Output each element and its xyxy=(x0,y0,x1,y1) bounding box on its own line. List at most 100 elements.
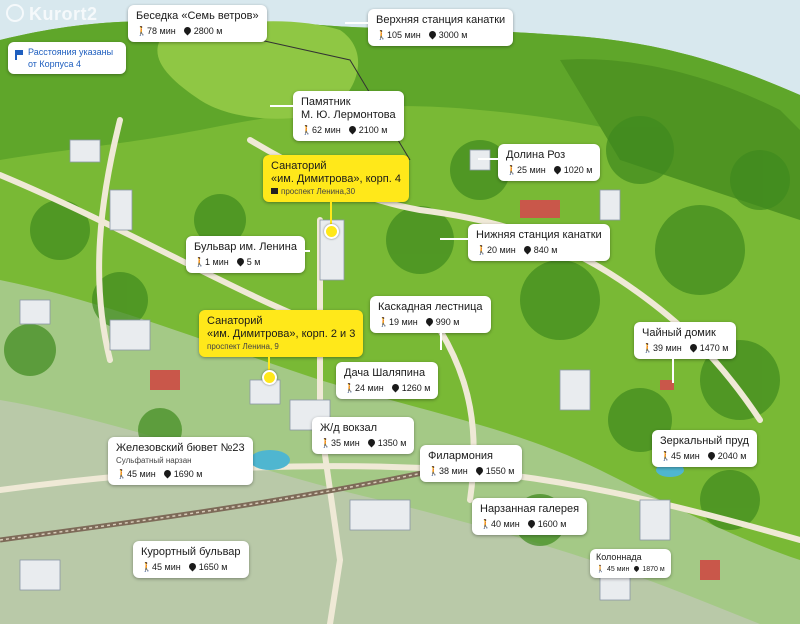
location-pin-icon xyxy=(347,124,358,135)
distance: 1260 м xyxy=(401,383,431,393)
distance: 1600 м xyxy=(537,519,567,529)
place-title: Железовский бювет №23 xyxy=(116,442,245,454)
location-pin-icon xyxy=(390,382,401,393)
walk-time: 45 мин xyxy=(671,451,700,461)
place-title: Каскадная лестница xyxy=(378,301,483,313)
walking-person-icon: 🚶 xyxy=(301,125,313,135)
place-title: Нижняя станция канатки xyxy=(476,229,602,241)
place-card-corpus-2-3[interactable]: Санаторий «им. Димитрова», корп. 2 и 3 п… xyxy=(199,310,364,357)
corpus-2-3-marker[interactable] xyxy=(262,370,277,385)
walking-person-icon: 🚶 xyxy=(596,566,605,573)
walking-person-icon: 🚶 xyxy=(141,562,153,572)
distance: 2100 м xyxy=(358,125,388,135)
walking-person-icon: 🚶 xyxy=(320,438,332,448)
location-pin-icon xyxy=(366,437,377,448)
walk-time: 25 мин xyxy=(517,165,546,175)
walking-person-icon: 🚶 xyxy=(480,519,492,529)
leader-line xyxy=(330,200,332,226)
brand-logo: Kurort2 xyxy=(6,4,98,25)
place-title: Бульвар им. Ленина xyxy=(194,241,297,253)
walking-person-icon: 🚶 xyxy=(194,257,206,267)
walk-time: 45 мин xyxy=(127,469,156,479)
walking-person-icon: 🚶 xyxy=(116,469,128,479)
leader-line xyxy=(345,22,368,24)
walk-time: 24 мин xyxy=(355,383,384,393)
location-pin-icon xyxy=(688,342,699,353)
place-card-upper-station[interactable]: Верхняя станция канатки 🚶105 мин 3000 м xyxy=(368,9,514,46)
walk-time: 45 мин xyxy=(607,566,630,573)
place-subtitle: Сульфатный нарзан xyxy=(116,456,192,465)
walk-time: 20 мин xyxy=(487,245,516,255)
walking-person-icon: 🚶 xyxy=(506,165,518,175)
place-title-line2: М. Ю. Лермонтова xyxy=(301,109,396,121)
flag-icon xyxy=(271,188,278,194)
leader-line xyxy=(240,20,262,22)
address: проспект Ленина,30 xyxy=(281,187,356,196)
place-card-railway-station[interactable]: Ж/д вокзал 🚶35 мин 1350 м xyxy=(312,417,415,454)
distance: 3000 м xyxy=(438,30,468,40)
walk-time: 35 мин xyxy=(331,438,360,448)
place-title: Филармония xyxy=(428,450,494,462)
distance-note-text: Расстояния указаны от Корпуса 4 xyxy=(28,47,114,69)
location-pin-icon xyxy=(182,25,193,36)
location-pin-icon xyxy=(526,518,537,529)
leader-line xyxy=(268,352,270,372)
place-title: Долина Роз xyxy=(506,149,566,161)
location-pin-icon xyxy=(424,316,435,327)
location-pin-icon xyxy=(187,561,198,572)
corpus-4-marker[interactable] xyxy=(324,224,339,239)
place-title: Ж/д вокзал xyxy=(320,422,378,434)
walk-time: 38 мин xyxy=(439,466,468,476)
place-title: Нарзанная галерея xyxy=(480,503,580,515)
place-title: Памятник xyxy=(301,96,351,108)
leader-line xyxy=(440,238,468,240)
leader-line xyxy=(440,325,442,350)
location-pin-icon xyxy=(235,256,246,267)
walk-time: 78 мин xyxy=(147,26,176,36)
distance: 1870 м xyxy=(642,566,665,573)
place-title: Санаторий xyxy=(207,315,263,327)
location-pin-icon xyxy=(633,564,641,573)
walking-person-icon: 🚶 xyxy=(376,30,388,40)
walking-person-icon: 🚶 xyxy=(660,451,672,461)
place-title: Чайный домик xyxy=(642,327,716,339)
place-title: Беседка «Семь ветров» xyxy=(136,10,259,22)
distance: 990 м xyxy=(435,317,460,327)
flag-icon xyxy=(15,50,23,60)
leader-line xyxy=(478,158,498,160)
walking-person-icon: 🚶 xyxy=(476,245,488,255)
location-pin-icon xyxy=(706,450,717,461)
distance: 1650 м xyxy=(198,562,228,572)
distance: 1350 м xyxy=(377,438,407,448)
logo-icon xyxy=(6,4,24,22)
distance-note: Расстояния указаны от Корпуса 4 xyxy=(8,42,126,74)
logo-text: Kurort2 xyxy=(29,4,98,24)
walking-person-icon: 🚶 xyxy=(344,383,356,393)
location-pin-icon xyxy=(162,468,173,479)
place-title-line2: «им. Димитрова», корп. 4 xyxy=(271,173,401,185)
place-card-pump-room-23[interactable]: Железовский бювет №23 Сульфатный нарзан … xyxy=(108,437,253,485)
leader-line xyxy=(280,250,310,252)
place-card-narzan-gallery[interactable]: Нарзанная галерея 🚶40 мин 1600 м xyxy=(472,498,588,535)
walk-time: 105 мин xyxy=(387,30,421,40)
leader-line xyxy=(672,355,674,383)
location-pin-icon xyxy=(427,29,438,40)
location-pin-icon xyxy=(522,244,533,255)
walk-time: 40 мин xyxy=(491,519,520,529)
walk-time: 19 мин xyxy=(389,317,418,327)
place-card-corpus-4[interactable]: Санаторий «им. Димитрова», корп. 4 просп… xyxy=(263,155,409,202)
place-title: Верхняя станция канатки xyxy=(376,14,506,26)
